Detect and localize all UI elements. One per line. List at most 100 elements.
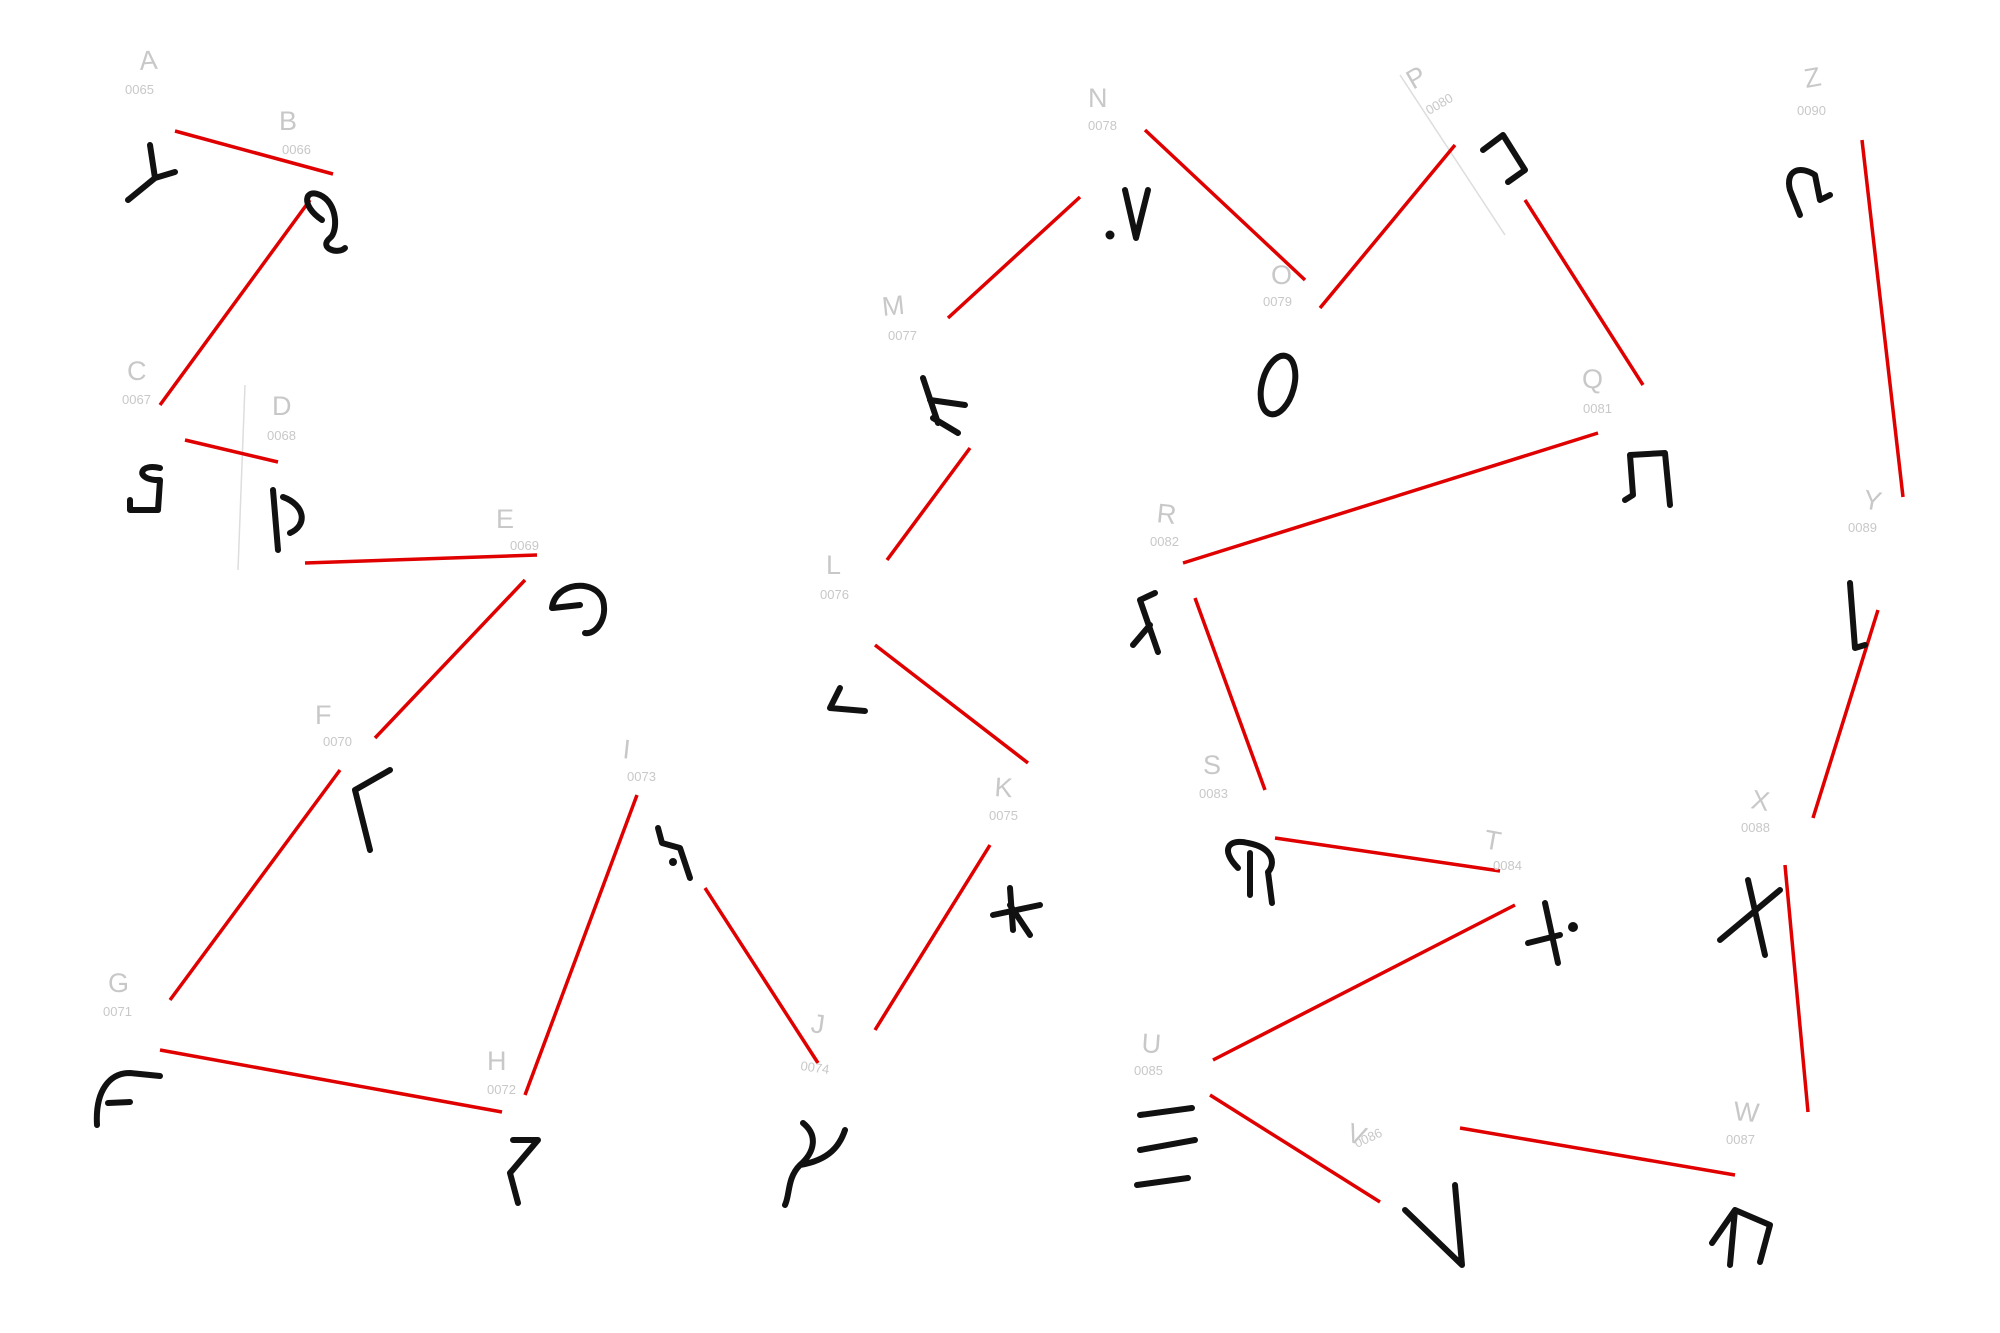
node-label: P: [1401, 60, 1432, 95]
node-label: T: [1482, 824, 1503, 856]
connection-line: [1811, 609, 1880, 819]
glyph-ring: [1257, 352, 1299, 418]
node-i: I 0073: [621, 734, 693, 881]
node-g: G 0071: [93, 968, 163, 1128]
connection-line: [1182, 431, 1599, 565]
node-label: W: [1732, 1096, 1761, 1128]
connection-line: [523, 794, 639, 1096]
connection-line: [184, 438, 279, 464]
node-label: J: [809, 1008, 827, 1040]
node-code: 0065: [125, 82, 154, 97]
node-glyph: [1225, 838, 1275, 906]
node-code: 0081: [1583, 401, 1612, 416]
node-code: 0070: [323, 734, 352, 749]
node-code: 0088: [1741, 820, 1770, 835]
node-glyph: [1402, 1182, 1465, 1268]
glyph-dot: [1568, 922, 1578, 932]
connection-line: [703, 887, 820, 1064]
node-glyph: [352, 767, 393, 853]
node-label: Q: [1582, 364, 1603, 394]
node-code: 0074: [800, 1058, 831, 1077]
node-u: U 0085: [1134, 1028, 1198, 1188]
node-code: 0069: [510, 538, 539, 553]
node-k: K 0075: [989, 772, 1043, 938]
glyph-dot: [669, 858, 677, 866]
node-code: 0066: [282, 142, 311, 157]
node-q: Q 0081: [1582, 364, 1673, 508]
node-j: J 0074: [782, 1008, 848, 1208]
connection-line: [304, 553, 538, 565]
node-label: Z: [1802, 61, 1823, 93]
node-code: 0078: [1088, 118, 1117, 133]
connection-line: [873, 643, 1030, 765]
node-code: 0073: [627, 769, 656, 784]
node-glyph: [990, 885, 1043, 938]
node-glyph: [1717, 877, 1783, 958]
connection-line: [1212, 903, 1516, 1062]
connection-line: [885, 446, 972, 562]
node-label: S: [1203, 750, 1221, 780]
seam-right: [1399, 74, 1506, 236]
seam-left: [237, 384, 246, 571]
node-label: I: [621, 734, 632, 765]
node-label: L: [826, 550, 841, 580]
node-glyph: [1130, 590, 1161, 655]
node-h: H 0072: [487, 1046, 541, 1206]
node-glyph: [304, 190, 348, 254]
node-label: A: [138, 45, 158, 76]
node-z: Z 0090: [1786, 61, 1833, 218]
connection-line: [1209, 1093, 1381, 1204]
node-code: 0072: [487, 1082, 516, 1097]
node-t: T 0084: [1482, 824, 1578, 966]
node-d: D 0068: [267, 391, 305, 553]
node-n: N 0078: [1088, 83, 1151, 241]
node-e: E 0069: [496, 504, 608, 637]
node-label: B: [279, 106, 297, 136]
connection-line: [373, 578, 527, 740]
node-glyph: [127, 464, 163, 513]
node-glyph: [1709, 1207, 1773, 1268]
node-code: 0075: [989, 808, 1018, 823]
node-glyph: [549, 582, 608, 637]
connection-line: [168, 768, 342, 1002]
node-label: R: [1155, 498, 1178, 530]
connection-line: [1860, 139, 1905, 498]
connection-line: [159, 1048, 503, 1114]
node-glyph: [1480, 132, 1528, 185]
connection-line: [1318, 143, 1457, 310]
connection-line: [946, 195, 1082, 320]
node-w: W 0087: [1709, 1096, 1773, 1268]
node-glyph: [1525, 900, 1578, 966]
node-glyph: [1257, 352, 1299, 418]
node-code: 0090: [1797, 103, 1826, 118]
connection-line: [1143, 128, 1307, 282]
connection-lines: [158, 128, 1905, 1204]
node-label: X: [1749, 784, 1772, 817]
connection-line: [174, 129, 334, 176]
node-code: 0071: [103, 1004, 132, 1019]
node-l: L 0076: [820, 550, 868, 714]
node-code: 0076: [820, 587, 849, 602]
node-glyph: [270, 487, 305, 553]
node-label: F: [315, 700, 332, 730]
node-glyph: [827, 685, 868, 714]
node-code: 0083: [1199, 786, 1228, 801]
node-code: 0082: [1150, 534, 1179, 549]
node-code: 0068: [267, 428, 296, 443]
node-code: 0077: [888, 328, 917, 343]
node-b: B 0066: [279, 106, 348, 254]
node-code: 0085: [1134, 1063, 1163, 1078]
node-code: 0080: [1423, 90, 1456, 117]
node-y: Y 0089: [1847, 484, 1884, 651]
node-a: A 0065: [125, 45, 178, 203]
connection-line: [1783, 864, 1810, 1113]
node-label: N: [1088, 83, 1108, 113]
node-p: P 0080: [1401, 60, 1528, 185]
node-code: 0089: [1848, 520, 1877, 535]
node-r: R 0082: [1130, 498, 1179, 655]
connection-line: [873, 844, 992, 1031]
node-glyph: [507, 1137, 541, 1206]
node-s: S 0083: [1199, 750, 1275, 906]
node-glyph: [125, 142, 178, 203]
